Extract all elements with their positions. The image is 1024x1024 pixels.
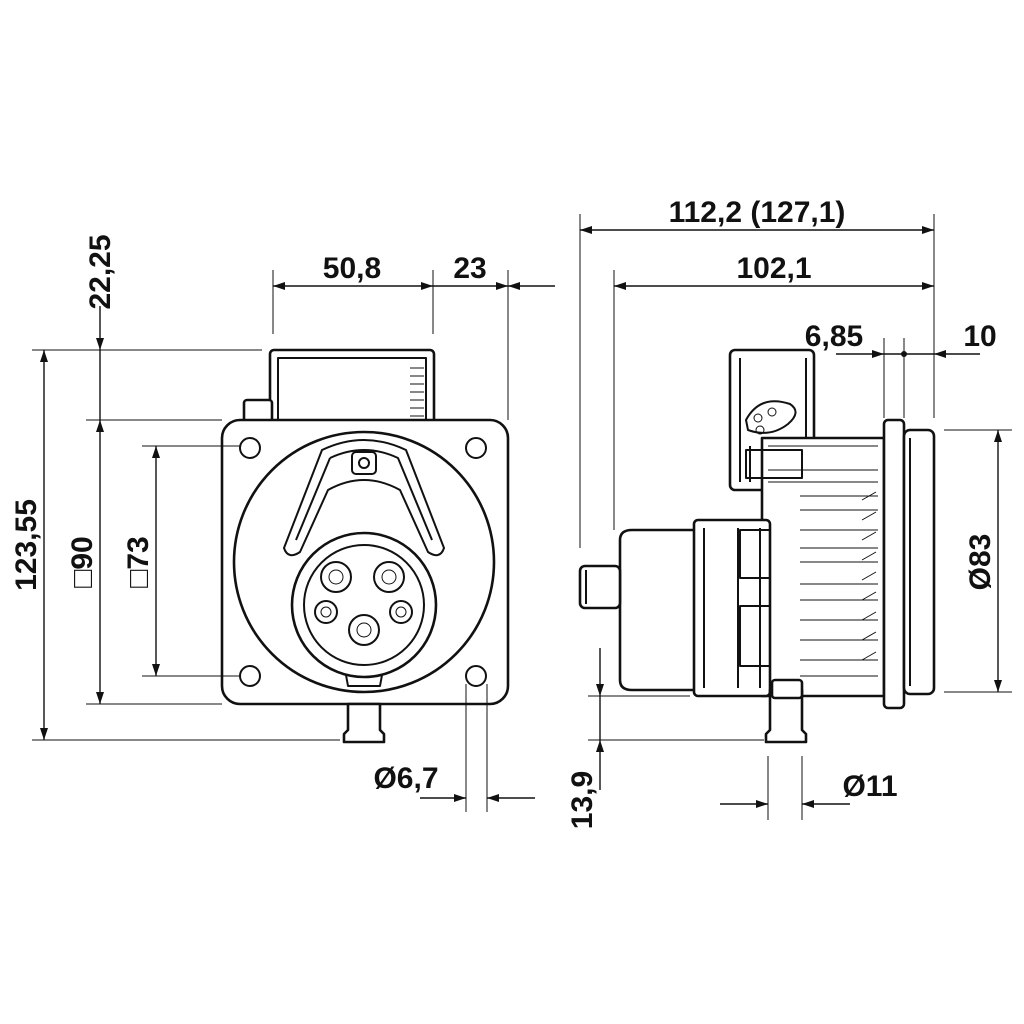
- dim-total-height: 123,55: [10, 499, 43, 591]
- pin-bottom: [348, 614, 380, 646]
- dim-flange-diameter: Ø83: [964, 534, 997, 591]
- front-dimensions: 50,8 23 22,25 123,55 □90 □73 Ø6,7: [10, 234, 555, 812]
- dim-hole-diameter: Ø6,7: [373, 762, 438, 795]
- dim-top-offset: 22,25: [84, 234, 117, 309]
- pin-mid-left: [314, 600, 338, 624]
- side-dimensions: 112,2 (127,1) 102,1 6,85 10 Ø83 13,9 Ø11: [566, 196, 1012, 829]
- dim-width-upper: 50,8: [323, 252, 381, 285]
- dim-square-inner: □73: [122, 536, 155, 588]
- side-fin-block: [745, 436, 886, 698]
- side-flange: [882, 418, 936, 710]
- front-view: [220, 348, 510, 744]
- dim-body-length: 102,1: [736, 252, 811, 285]
- dim-flange-thickness: 10: [963, 320, 996, 353]
- dim-bottom-height: 13,9: [566, 771, 599, 829]
- front-drain-nozzle: [342, 702, 386, 744]
- socket-face: [290, 531, 438, 687]
- side-drain-nozzle: [764, 688, 808, 744]
- side-rear-cap: [578, 518, 772, 698]
- dim-offset-right: 23: [453, 252, 486, 285]
- dim-flange-offset: 6,85: [805, 320, 863, 353]
- pin-mid-right: [389, 600, 413, 624]
- dim-drain-diameter: Ø11: [842, 770, 897, 803]
- dim-total-length: 112,2 (127,1): [669, 196, 846, 229]
- pin-top-left: [320, 561, 352, 593]
- dim-square-outer: □90: [66, 536, 99, 588]
- side-view: [578, 348, 936, 744]
- socket-lid: [283, 439, 445, 557]
- pin-top-right: [373, 561, 405, 593]
- front-top-bracket: [242, 348, 436, 426]
